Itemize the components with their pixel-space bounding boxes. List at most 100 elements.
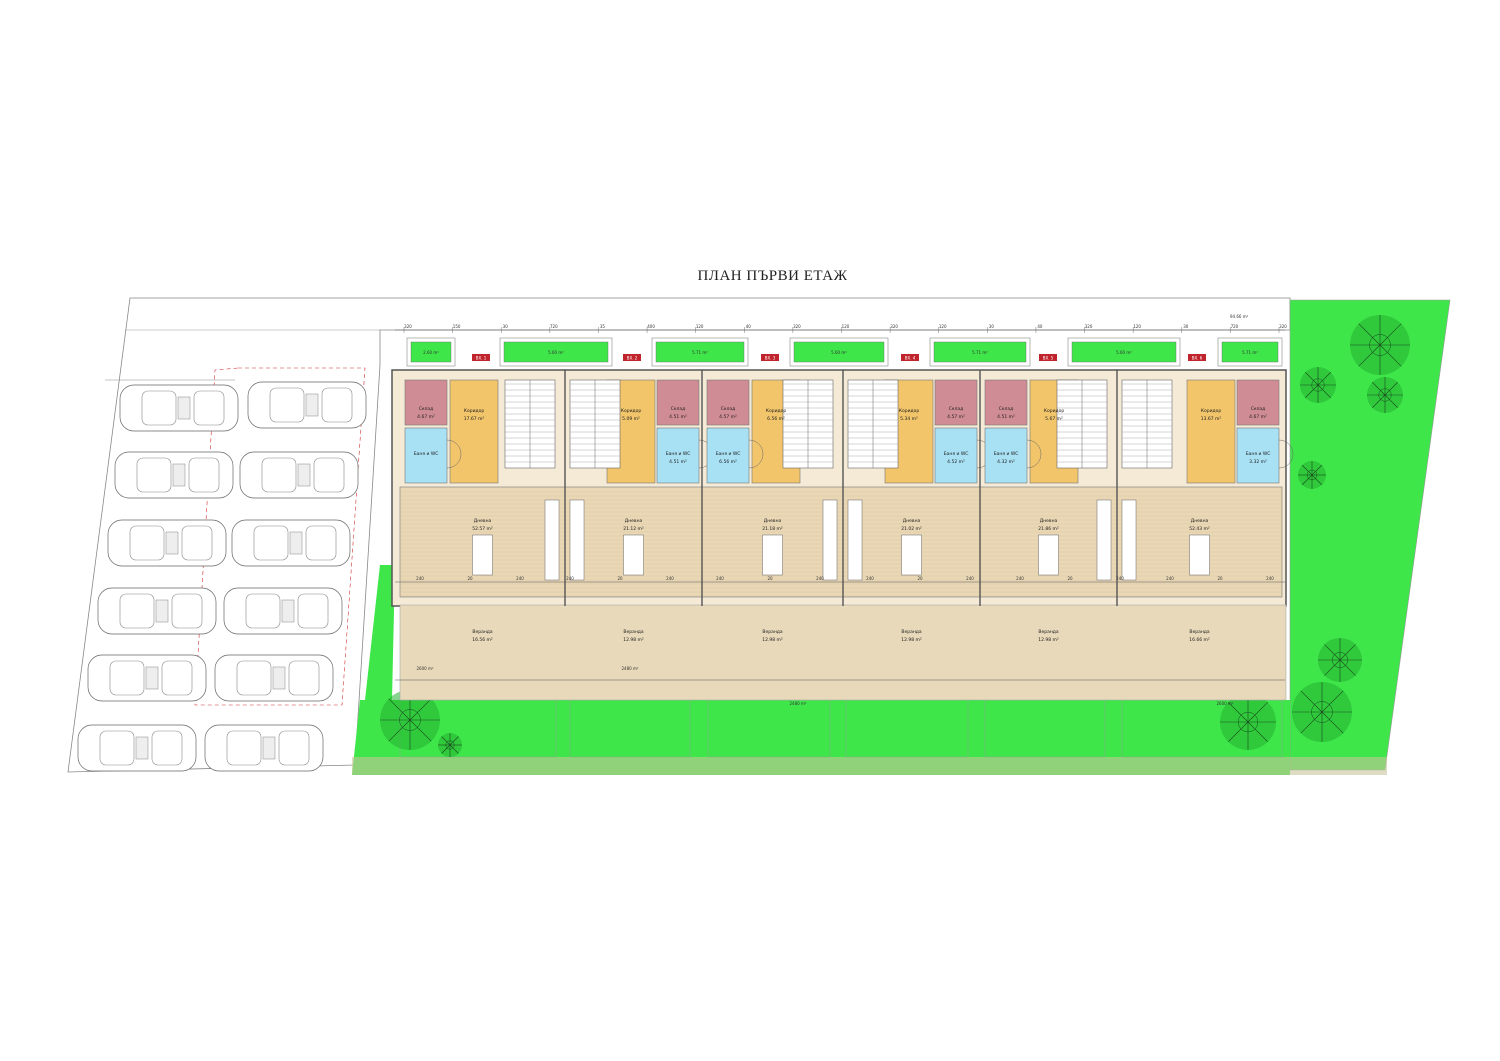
corridor-label: Коридор [464,408,485,414]
living-area: 21.18 m² [762,526,783,532]
dim-value: 240 [1116,576,1124,581]
entry-tag: ВХ. 2 [623,354,641,361]
entry-label: ВХ. 3 [765,356,776,361]
storage-room [934,379,978,426]
dim-value: 2480 m² [790,701,807,706]
staircase [782,379,834,469]
dim-value: 20 [917,576,923,581]
dim-value: 20 [1217,576,1223,581]
kitchen-island [623,534,644,576]
bed-area: 5.71 m² [972,350,988,355]
corridor-label: Коридор [1044,408,1065,414]
dim-value: 240 [1016,576,1024,581]
bath-label: Баня и WC [1246,451,1271,457]
dim-value: 30 [503,324,509,329]
entry-tag: ВХ. 4 [901,354,919,361]
door-swing [1278,439,1294,469]
entry-label: ВХ. 2 [627,356,638,361]
entry-tag: ВХ. 3 [761,354,779,361]
bath-label: Баня и WC [994,451,1019,457]
storage-label: Склад [419,406,434,412]
dim-value: 400 [647,324,655,329]
bath-label: Баня и WC [414,451,439,457]
storage-area: 4.67 m² [417,414,435,420]
dim-value: 320 [1085,324,1093,329]
living-area: 21.12 m² [623,526,644,532]
kitchen-island [472,534,493,576]
flower-bed: 5.71 m² [1217,337,1283,367]
storage-label: Склад [1251,406,1266,412]
tree-icon [1292,682,1352,742]
veranda-area: 12.98 m² [762,637,783,643]
bathroom [984,427,1028,484]
lawn-strip [845,699,969,758]
bed-area: 5.71 m² [1242,350,1258,355]
bath-label: Баня и WC [716,451,741,457]
bath-area: 4.51 m² [669,459,687,465]
corridor-label: Коридор [621,408,642,414]
dim-value: 240 [416,576,424,581]
car-icon [107,519,227,567]
flower-bed: 5.60 m² [789,337,889,367]
corridor-area: 5.67 m² [1045,416,1063,422]
dim-value: 240 [566,576,574,581]
door-swing [446,439,462,469]
lawn-strip [984,699,1106,758]
car-icon [239,451,359,499]
dim-value: 240 [1266,576,1274,581]
storage-room [984,379,1028,426]
bathroom [706,427,750,484]
top-area-label: 94.66 m² [1230,314,1249,319]
storage-area: 4.67 m² [1249,414,1267,420]
bed-area: 2.60 m² [423,350,439,355]
dim-value: 240 [1166,576,1174,581]
entry-label: ВХ. 5 [1043,356,1054,361]
dim-value: 320 [793,324,801,329]
veranda-label: Веранда [762,629,783,635]
car-icon [223,587,343,635]
bath-area: 4.52 m² [947,459,965,465]
flower-bed: 5.60 m² [499,337,613,367]
dim-value: 20 [467,576,473,581]
car-icon [214,654,334,702]
tree-icon [1318,638,1362,682]
kitchen-counter [569,499,585,581]
bath-label: Баня и WC [666,451,691,457]
kitchen-counter [822,499,838,581]
tree-icon [1220,694,1276,750]
entry-label: ВХ. 4 [905,356,916,361]
bath-area: 3.32 m² [1249,459,1267,465]
dim-value: 2480 m² [622,666,639,671]
parking-lot [67,297,1291,773]
storage-room [706,379,750,426]
veranda-label: Веранда [472,629,493,635]
car-icon [231,519,351,567]
parked-cars [77,381,367,772]
living-area: 52.43 m² [1189,526,1210,532]
veranda-label: Веранда [1189,629,1210,635]
corridor-area: 5.34 m² [900,416,918,422]
kitchen-island [762,534,783,576]
storage-room [404,379,448,426]
car-icon [204,724,324,772]
dim-value: 240 [866,576,874,581]
dim-value: 240 [666,576,674,581]
tree-icon [438,733,462,757]
dim-value: 720 [1231,324,1239,329]
corridor-label: Коридор [766,408,787,414]
lawn-strip [569,699,691,758]
storage-area: 4.57 m² [719,414,737,420]
car-icon [119,384,239,432]
bathroom [934,427,978,484]
dim-value: 320 [1279,324,1287,329]
dim-value: 240 [716,576,724,581]
